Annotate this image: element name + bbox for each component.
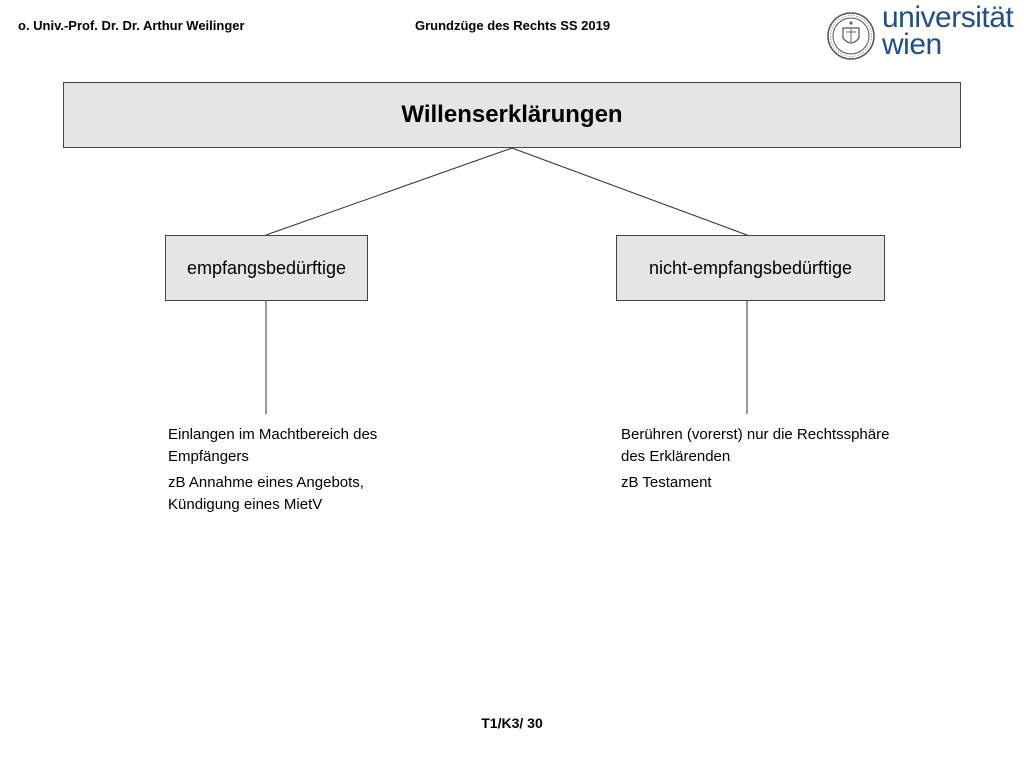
header-course-title: Grundzüge des Rechts SS 2019 bbox=[415, 18, 611, 33]
left-description: Einlangen im Machtbereich des Empfängers bbox=[168, 426, 378, 465]
node-empfangsbeduerftige: empfangsbedürftige bbox=[165, 235, 368, 301]
node-right-label: nicht-empfangsbedürftige bbox=[648, 257, 853, 278]
root-node-label: Willenserklärungen bbox=[401, 101, 623, 128]
right-description-block: Berühren (vorerst) nur die Rechtssphäre … bbox=[621, 424, 891, 498]
right-description: Berühren (vorerst) nur die Rechtssphäre … bbox=[621, 426, 890, 465]
page-number: T1/K3/ 30 bbox=[481, 715, 543, 731]
node-nicht-empfangsbeduerftige: nicht-empfangsbedürftige bbox=[616, 235, 885, 301]
university-seal-icon bbox=[827, 12, 875, 60]
logo-wordmark: universität wien bbox=[882, 1, 1014, 61]
right-example: zB Testament bbox=[621, 474, 712, 491]
connector-root-right bbox=[511, 147, 748, 236]
logo-line2: wien bbox=[882, 28, 942, 61]
left-example: zB Annahme eines Angebots, Kündigung ein… bbox=[168, 474, 364, 513]
node-left-label: empfangsbedürftige bbox=[186, 257, 347, 278]
root-node: Willenserklärungen bbox=[63, 82, 961, 148]
connector-root-left bbox=[265, 147, 513, 236]
left-description-block: Einlangen im Machtbereich des Empfängers… bbox=[168, 424, 438, 520]
header-author: o. Univ.-Prof. Dr. Dr. Arthur Weilinger bbox=[18, 18, 245, 33]
logo-line1: universität bbox=[882, 1, 1014, 34]
university-logo: universität wien bbox=[826, 3, 1016, 64]
